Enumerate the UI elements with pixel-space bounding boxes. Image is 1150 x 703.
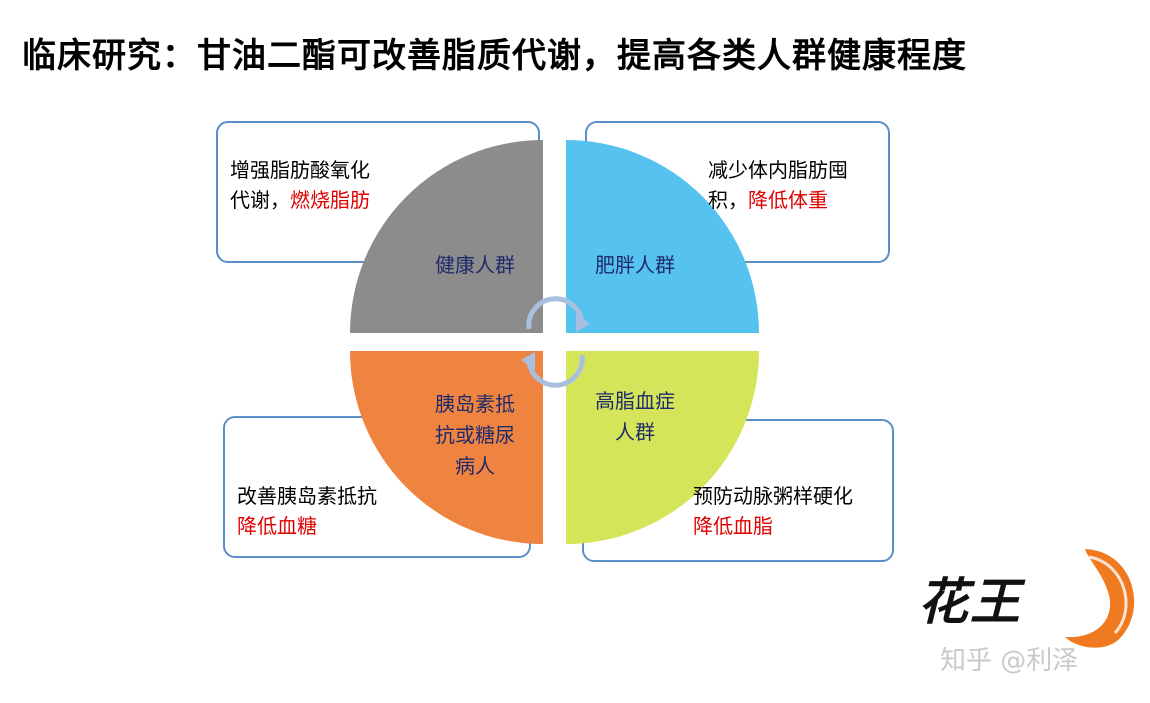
page-title: 临床研究：甘油二酯可改善脂质代谢，提高各类人群健康程度	[22, 36, 967, 76]
box-line: 积，降低体重	[708, 185, 890, 215]
watermark: 知乎 @利泽	[940, 646, 1079, 676]
crescent-moon-face-icon	[1065, 549, 1135, 648]
quadrant-label-insulin: 胰岛素抵 抗或糖尿 病人	[420, 389, 530, 482]
box-line: 代谢，燃烧脂肪	[230, 185, 420, 215]
box-text-highlight: 降低体重	[748, 188, 828, 212]
box-text-plain: 代谢，	[230, 188, 290, 212]
quadrant-bottom-left	[350, 351, 543, 544]
box-text-bottom-left: 改善胰岛素抵抗 降低血糖	[237, 481, 427, 541]
kao-logo-text: 花王	[918, 573, 1022, 631]
box-text-highlight: 燃烧脂肪	[290, 188, 370, 212]
box-text-top-left: 增强脂肪酸氧化 代谢，燃烧脂肪	[230, 155, 420, 215]
cycle-arrows-icon	[521, 296, 590, 388]
quadrant-top-right	[566, 140, 759, 333]
box-text-plain: 积，	[708, 188, 748, 212]
quadrant-label-line: 病人	[455, 454, 495, 478]
box-text-highlight: 降低血糖	[237, 514, 317, 538]
quadrant-label-hyperlipidemia: 高脂血症 人群	[580, 386, 690, 448]
box-text-highlight: 降低血脂	[693, 514, 773, 538]
quadrant-label-line: 胰岛素抵	[435, 392, 515, 416]
quadrant-label-line: 人群	[615, 420, 655, 444]
quadrant-bottom-right	[566, 351, 759, 544]
box-text-top-right: 减少体内脂肪囤 积，降低体重	[708, 155, 890, 215]
quadrant-label-line: 抗或糖尿	[435, 423, 515, 447]
box-line: 改善胰岛素抵抗	[237, 484, 377, 508]
box-line: 减少体内脂肪囤	[708, 158, 848, 182]
quadrant-label-line: 高脂血症	[595, 389, 675, 413]
quadrant-label-obese: 肥胖人群	[595, 253, 675, 277]
box-text-bottom-right: 预防动脉粥样硬化 降低血脂	[693, 481, 893, 541]
box-line: 预防动脉粥样硬化	[693, 484, 853, 508]
quadrant-label-healthy: 健康人群	[435, 253, 515, 277]
quadrant-top-left	[350, 140, 543, 333]
box-line: 增强脂肪酸氧化	[230, 158, 370, 182]
